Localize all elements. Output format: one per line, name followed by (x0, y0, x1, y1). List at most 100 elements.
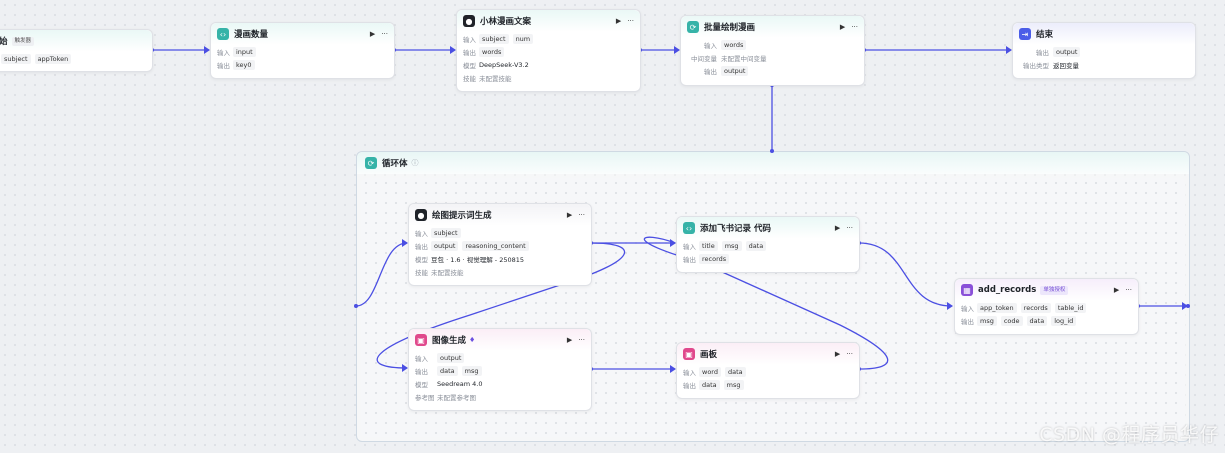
node-start[interactable]: 始 触发器 subject appToken (0, 29, 153, 72)
model-label: 模型 (415, 380, 428, 389)
more-icon[interactable]: ··· (851, 23, 858, 31)
loop-title: 循环体 (382, 159, 408, 169)
more-icon[interactable]: ··· (381, 30, 388, 38)
llm-icon: ● (463, 15, 475, 27)
run-icon[interactable]: ▶ (615, 17, 622, 25)
input-var: output (437, 352, 465, 363)
input-label: 输入 (217, 48, 230, 57)
output-var: msg (461, 365, 482, 376)
output-var: data (699, 379, 720, 390)
output-var: code (1000, 315, 1023, 326)
node-feishu-records[interactable]: ‹› 添加飞书记录 代码 ▶··· 输入 title msg data 输出 r… (676, 216, 860, 273)
output-var: data (1026, 315, 1048, 326)
auth-badge[interactable]: 单独授权 (1040, 285, 1069, 295)
run-icon[interactable]: ▶ (834, 350, 841, 358)
output-label: 输出 (463, 48, 476, 57)
input-var: words (721, 39, 747, 50)
output-label: 输出 (683, 255, 696, 264)
node-title: 批量绘制漫画 (704, 23, 756, 33)
skill-label: 技能 (415, 268, 428, 277)
run-icon[interactable]: ▶ (1113, 286, 1120, 294)
more-icon[interactable]: ··· (578, 211, 585, 219)
start-title: 始 (0, 37, 8, 47)
input-label: 输入 (683, 368, 696, 377)
input-var: data (745, 240, 767, 251)
node-title: 小林漫画文案 (480, 17, 532, 27)
output-var: data (437, 365, 458, 376)
premium-icon: ♦ (469, 336, 476, 344)
input-label: 输入 (463, 35, 476, 44)
trigger-badge: 触发器 (11, 36, 35, 46)
ref-label: 参考图 (415, 393, 435, 402)
model-label: 模型 (415, 255, 428, 264)
output-var: reasoning_content (462, 240, 529, 251)
edge-loop-prompt (355, 242, 408, 307)
llm-icon: ● (415, 209, 427, 221)
node-copywriting[interactable]: ● 小林漫画文案 ▶··· 输入 subject num 输出 words 模型… (456, 9, 641, 92)
more-icon[interactable]: ··· (578, 336, 585, 344)
node-prompt-gen[interactable]: ● 绘图提示词生成 ▶··· 输入 subject 输出 output reas… (408, 203, 592, 286)
output-var: words (479, 46, 505, 57)
input-var: records (1020, 302, 1051, 313)
more-icon[interactable]: ··· (846, 350, 853, 358)
run-icon[interactable]: ▶ (566, 336, 573, 344)
output-var: log_id (1051, 315, 1077, 326)
input-var: title (699, 240, 718, 251)
node-title: 结束 (1036, 30, 1054, 40)
node-board[interactable]: ▣ 画板 ▶··· 输入 word data 输出 data msg (676, 342, 860, 399)
output-label: 输出 (1036, 48, 1049, 57)
node-batch-draw[interactable]: ⟳ 批量绘制漫画 ▶··· 输入 words 中间变量 未配置中间变量 输出 o… (680, 15, 865, 86)
node-title: 画板 (700, 350, 718, 360)
output-type-label: 输出类型 (1023, 61, 1049, 70)
image-icon: ▣ (415, 334, 427, 346)
input-label: 输入 (683, 242, 696, 251)
node-title: 漫画数量 (234, 30, 269, 40)
edge-board-feishu (643, 236, 889, 370)
input-var: table_id (1054, 302, 1087, 313)
model-name: DeepSeek-V3.2 (479, 60, 529, 69)
run-icon[interactable]: ▶ (369, 30, 376, 38)
output-var: output (1053, 46, 1081, 57)
more-icon[interactable]: ··· (627, 17, 634, 25)
node-add-records[interactable]: ▦ add_records 单独授权 ▶··· 输入 app_token rec… (954, 278, 1139, 335)
input-var: subject (431, 227, 461, 238)
input-label: 输入 (961, 304, 974, 313)
output-label: 输出 (217, 61, 230, 70)
skill-value: 未配置技能 (479, 74, 512, 83)
batch-icon: ⟳ (687, 21, 699, 33)
run-icon[interactable]: ▶ (566, 211, 573, 219)
input-var: msg (721, 240, 742, 251)
output-var: msg (977, 315, 997, 326)
node-title: add_records (978, 285, 1037, 295)
run-icon[interactable]: ▶ (834, 224, 841, 232)
ref-value: 未配置参考图 (437, 393, 476, 402)
node-title: 绘图提示词生成 (432, 211, 492, 221)
edge-feishu-records (858, 242, 953, 307)
more-icon[interactable]: ··· (846, 224, 853, 232)
edge-prompt-image (376, 242, 626, 369)
run-icon[interactable]: ▶ (839, 23, 846, 31)
loop-icon: ⟳ (365, 157, 377, 169)
mid-value: 未配置中间变量 (721, 54, 767, 63)
mid-label: 中间变量 (691, 54, 717, 63)
output-label: 输出 (415, 367, 428, 376)
output-var: output (431, 240, 459, 251)
output-label: 输出 (683, 381, 696, 390)
input-var: input (233, 46, 256, 57)
input-label: 输入 (415, 229, 428, 238)
output-label: 输出 (961, 317, 974, 326)
watermark: CSDN @程序员华仔 (1039, 424, 1219, 446)
end-icon: ⇥ (1019, 28, 1031, 40)
more-icon[interactable]: ··· (1125, 286, 1132, 294)
node-end[interactable]: ⇥ 结束 输出 output 输出类型 返回变量 (1012, 22, 1196, 79)
node-image-gen[interactable]: ▣ 图像生成 ♦ ▶··· 输入 output 输出 data msg 模型 S… (408, 328, 592, 411)
input-var: app_token (977, 302, 1017, 313)
input-var: data (724, 366, 746, 377)
info-icon[interactable]: ⓘ (411, 159, 419, 167)
output-subject: subject (1, 53, 31, 64)
code-icon: ‹› (217, 28, 229, 40)
model-label: 模型 (463, 61, 476, 70)
node-comics-count[interactable]: ‹› 漫画数量 ▶··· 输入 input 输出 key0 (210, 22, 395, 79)
board-icon: ▣ (683, 348, 695, 360)
